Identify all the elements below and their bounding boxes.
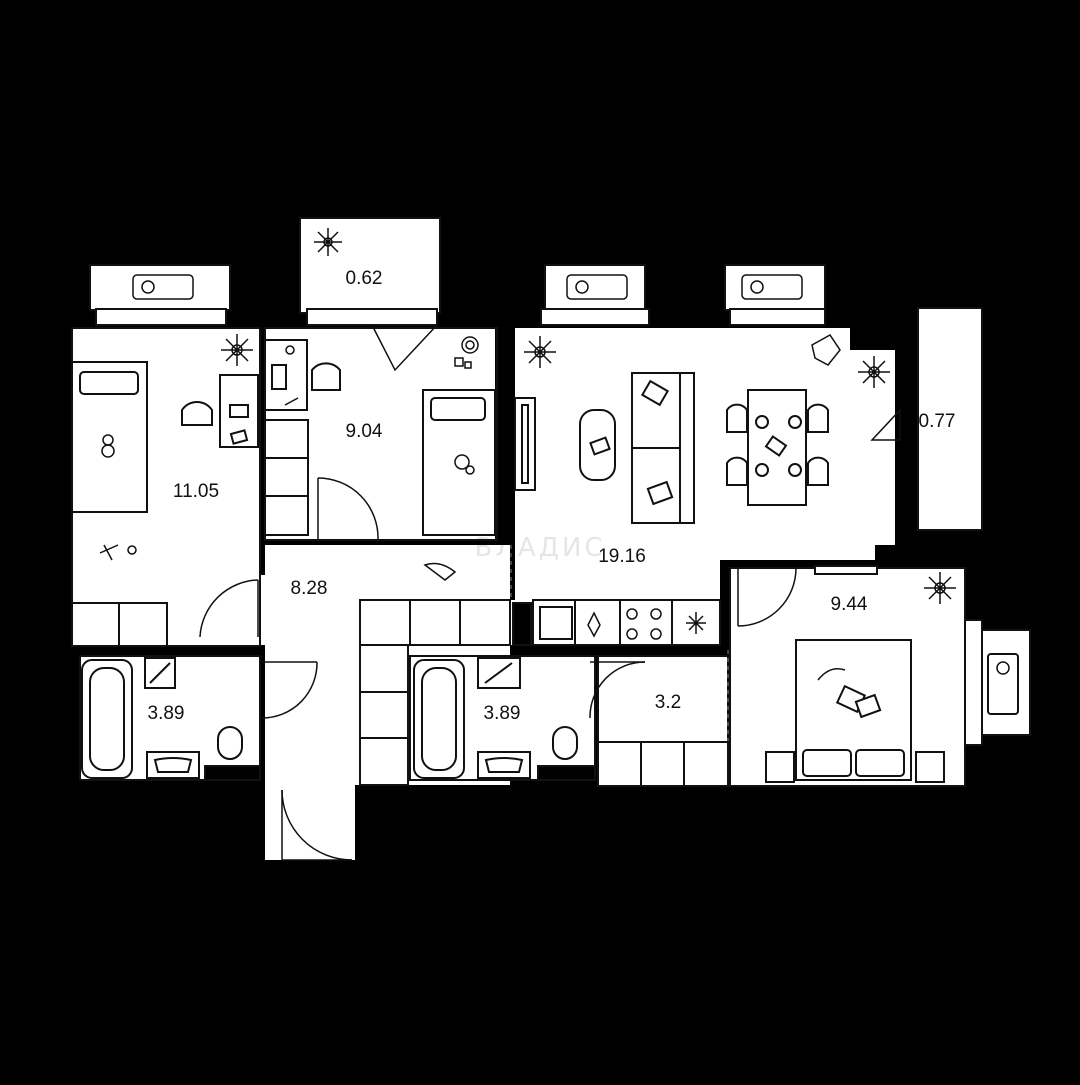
toy-icon [99,434,137,561]
area-label: 0.77 [918,411,956,432]
area-label: 0.62 [345,268,383,289]
toilet-icon [217,726,243,760]
window-box-right-balcony [917,307,983,531]
area-label: 11.05 [172,481,220,502]
stove-icon [587,608,706,640]
flower-icon [524,334,890,388]
window-box-1 [89,264,231,311]
area-label: 8.28 [290,578,328,599]
area-label: 9.04 [345,421,383,442]
area-label: 9.44 [830,594,868,615]
flower-icon [221,334,253,366]
area-label: 3.89 [147,703,185,724]
window-box-3 [544,264,646,311]
window-box-4 [724,264,826,311]
window-box-balcony [299,217,441,314]
flower-icon [423,562,956,681]
flower-icon [314,228,342,256]
area-label: 19.16 [598,546,646,567]
sink-icon [539,606,573,640]
area-label: 3.2 [654,692,682,713]
area-label: 3.89 [483,703,521,724]
watermark: ВЛАДИС [474,533,606,563]
toilet-icon [552,726,578,760]
window-vent-icon [132,274,1010,675]
